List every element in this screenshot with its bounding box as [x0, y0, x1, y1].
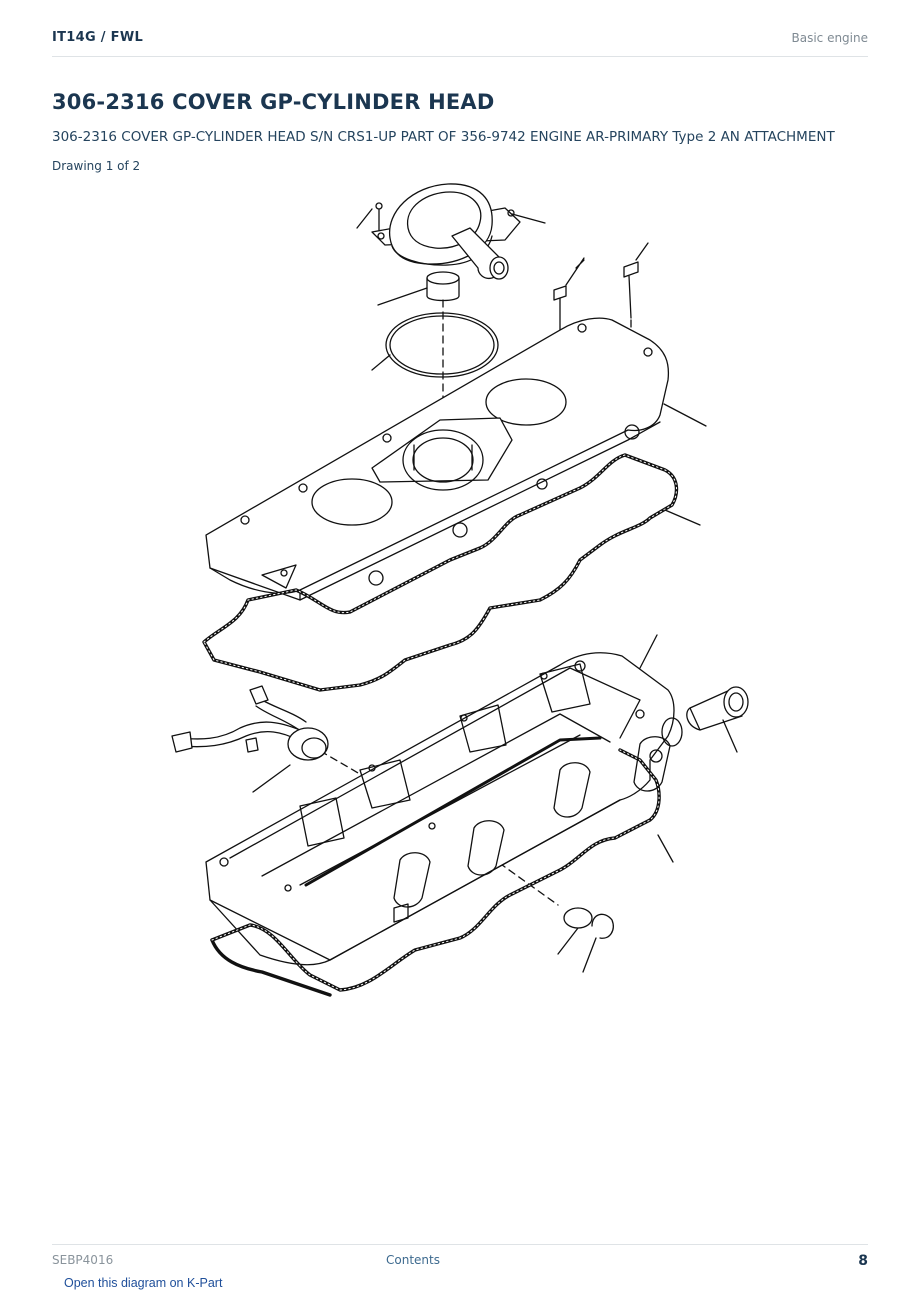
page-title: 306-2316 COVER GP-CYLINDER HEAD	[52, 90, 495, 114]
footer-divider	[52, 1244, 868, 1245]
contents-link[interactable]: Contents	[386, 1253, 440, 1267]
upper-gasket-texture	[203, 454, 677, 691]
cylinder-head-cover	[205, 317, 670, 601]
section-name: Basic engine	[791, 31, 868, 45]
model-breadcrumb: IT14G / FWL	[52, 30, 144, 45]
lower-gasket-texture	[211, 749, 660, 991]
wiring-harness	[171, 685, 329, 761]
exploded-view-drawing	[171, 183, 749, 997]
fill-cap-tube	[661, 686, 749, 747]
snap-rings	[563, 907, 614, 939]
breather-cap	[371, 183, 521, 280]
page-number: 8	[858, 1253, 868, 1269]
o-ring-seal	[385, 312, 499, 378]
page-header: IT14G / FWL Basic engine	[52, 0, 868, 57]
document-id: SEBP4016	[52, 1253, 114, 1267]
open-on-kpart-link[interactable]: Open this diagram on K-Part	[64, 1276, 223, 1290]
leader-lines	[252, 208, 738, 973]
filter-element	[426, 271, 460, 302]
parts-diagram	[160, 175, 760, 1005]
drawing-counter: Drawing 1 of 2	[52, 159, 141, 173]
cover-bolts	[553, 261, 639, 336]
page-subtitle: 306-2316 COVER GP-CYLINDER HEAD S/N CRS1…	[52, 129, 835, 145]
lower-gasket-return	[304, 736, 602, 887]
